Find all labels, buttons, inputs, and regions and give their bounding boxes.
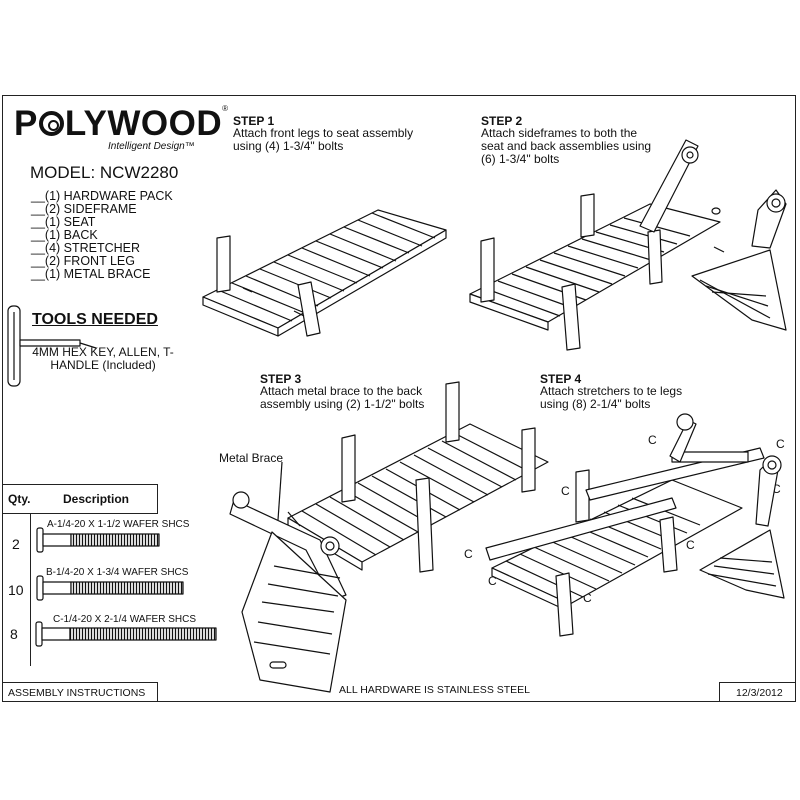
- parts-list-item: __(1) SEAT: [31, 215, 96, 229]
- hardware-label-c: C-1/4-20 X 2-1/4 WAFER SHCS: [53, 614, 197, 625]
- callout-c-2: C: [776, 437, 785, 451]
- parts-list-item: __(2) FRONT LEG: [31, 254, 135, 268]
- hardware-description-header: Description: [63, 492, 130, 506]
- bolt-a-illustration: [36, 527, 160, 553]
- hardware-table-header: [2, 484, 158, 514]
- bolt-b-illustration: [36, 575, 184, 601]
- hardware-qty-c: 8: [10, 626, 18, 642]
- step-4-title: STEP 4: [540, 372, 582, 386]
- step-3-title: STEP 3: [260, 372, 302, 386]
- model-number: MODEL: NCW2280: [30, 163, 179, 182]
- hardware-table-divider: [30, 514, 31, 666]
- t-handle-hex-key-icon: [7, 305, 97, 387]
- step-1-text: Attach front legs to seat assembly using…: [233, 126, 414, 153]
- step-1-title: STEP 1: [233, 114, 275, 128]
- footer-right-box: [719, 682, 796, 702]
- callout-c-3: C: [561, 484, 570, 498]
- footer-stainless-note: ALL HARDWARE IS STAINLESS STEEL: [339, 684, 530, 696]
- step-3-metal-brace-diagram: [229, 381, 549, 693]
- step-4-text: Attach stretchers to te legs using (8) 2…: [540, 384, 683, 411]
- brand-tagline: Intelligent Design™: [108, 141, 195, 152]
- tools-needed-title: TOOLS NEEDED: [32, 311, 158, 328]
- parts-list-item: __(1) BACK: [31, 228, 98, 242]
- footer-assembly-instructions: ASSEMBLY INSTRUCTIONS: [8, 687, 146, 699]
- recycle-ring-icon: [38, 111, 64, 136]
- hardware-qty-header: Qty.: [8, 492, 31, 506]
- instruction-sheet: [2, 95, 796, 702]
- parts-list-item: __(1) METAL BRACE: [31, 267, 151, 281]
- footer-left-box: [2, 682, 158, 702]
- callout-c-4: C: [772, 482, 781, 496]
- parts-list-item: __(4) STRETCHER: [31, 241, 141, 255]
- callout-c-1: C: [648, 433, 657, 447]
- step-2-title: STEP 2: [481, 114, 523, 128]
- parts-list-item: __(2) SIDEFRAME: [31, 202, 137, 216]
- callout-metal-brace: Metal Brace: [219, 451, 284, 465]
- bolt-c-illustration: [35, 621, 217, 647]
- hardware-qty-b: 10: [8, 582, 24, 598]
- parts-list: __(1) HARDWARE PACK __(2) SIDEFRAME __(1…: [31, 190, 173, 281]
- callout-c-7: C: [488, 574, 497, 588]
- step-2-text: Attach sideframes to both the seat and b…: [481, 126, 652, 166]
- step-3-text: Attach metal brace to the back assembly …: [260, 384, 425, 411]
- callout-c-8: C: [583, 591, 592, 605]
- hardware-qty-a: 2: [12, 536, 20, 552]
- step-1-seat-diagram: [202, 209, 447, 337]
- callout-c-6: C: [686, 538, 695, 552]
- step-2-sideframe-diagram: [469, 139, 787, 351]
- hardware-label-a: A-1/4-20 X 1-1/2 WAFER SHCS: [47, 519, 190, 530]
- hardware-label-b: B-1/4-20 X 1-3/4 WAFER SHCS: [46, 567, 189, 578]
- footer-date: 12/3/2012: [736, 687, 783, 699]
- parts-list-item: __(1) HARDWARE PACK: [31, 189, 173, 203]
- step-4-stretcher-diagram: [485, 413, 785, 637]
- tools-description: 4MM HEX KEY, ALLEN, T-HANDLE (Included): [32, 345, 174, 372]
- callout-c-5: C: [464, 547, 473, 561]
